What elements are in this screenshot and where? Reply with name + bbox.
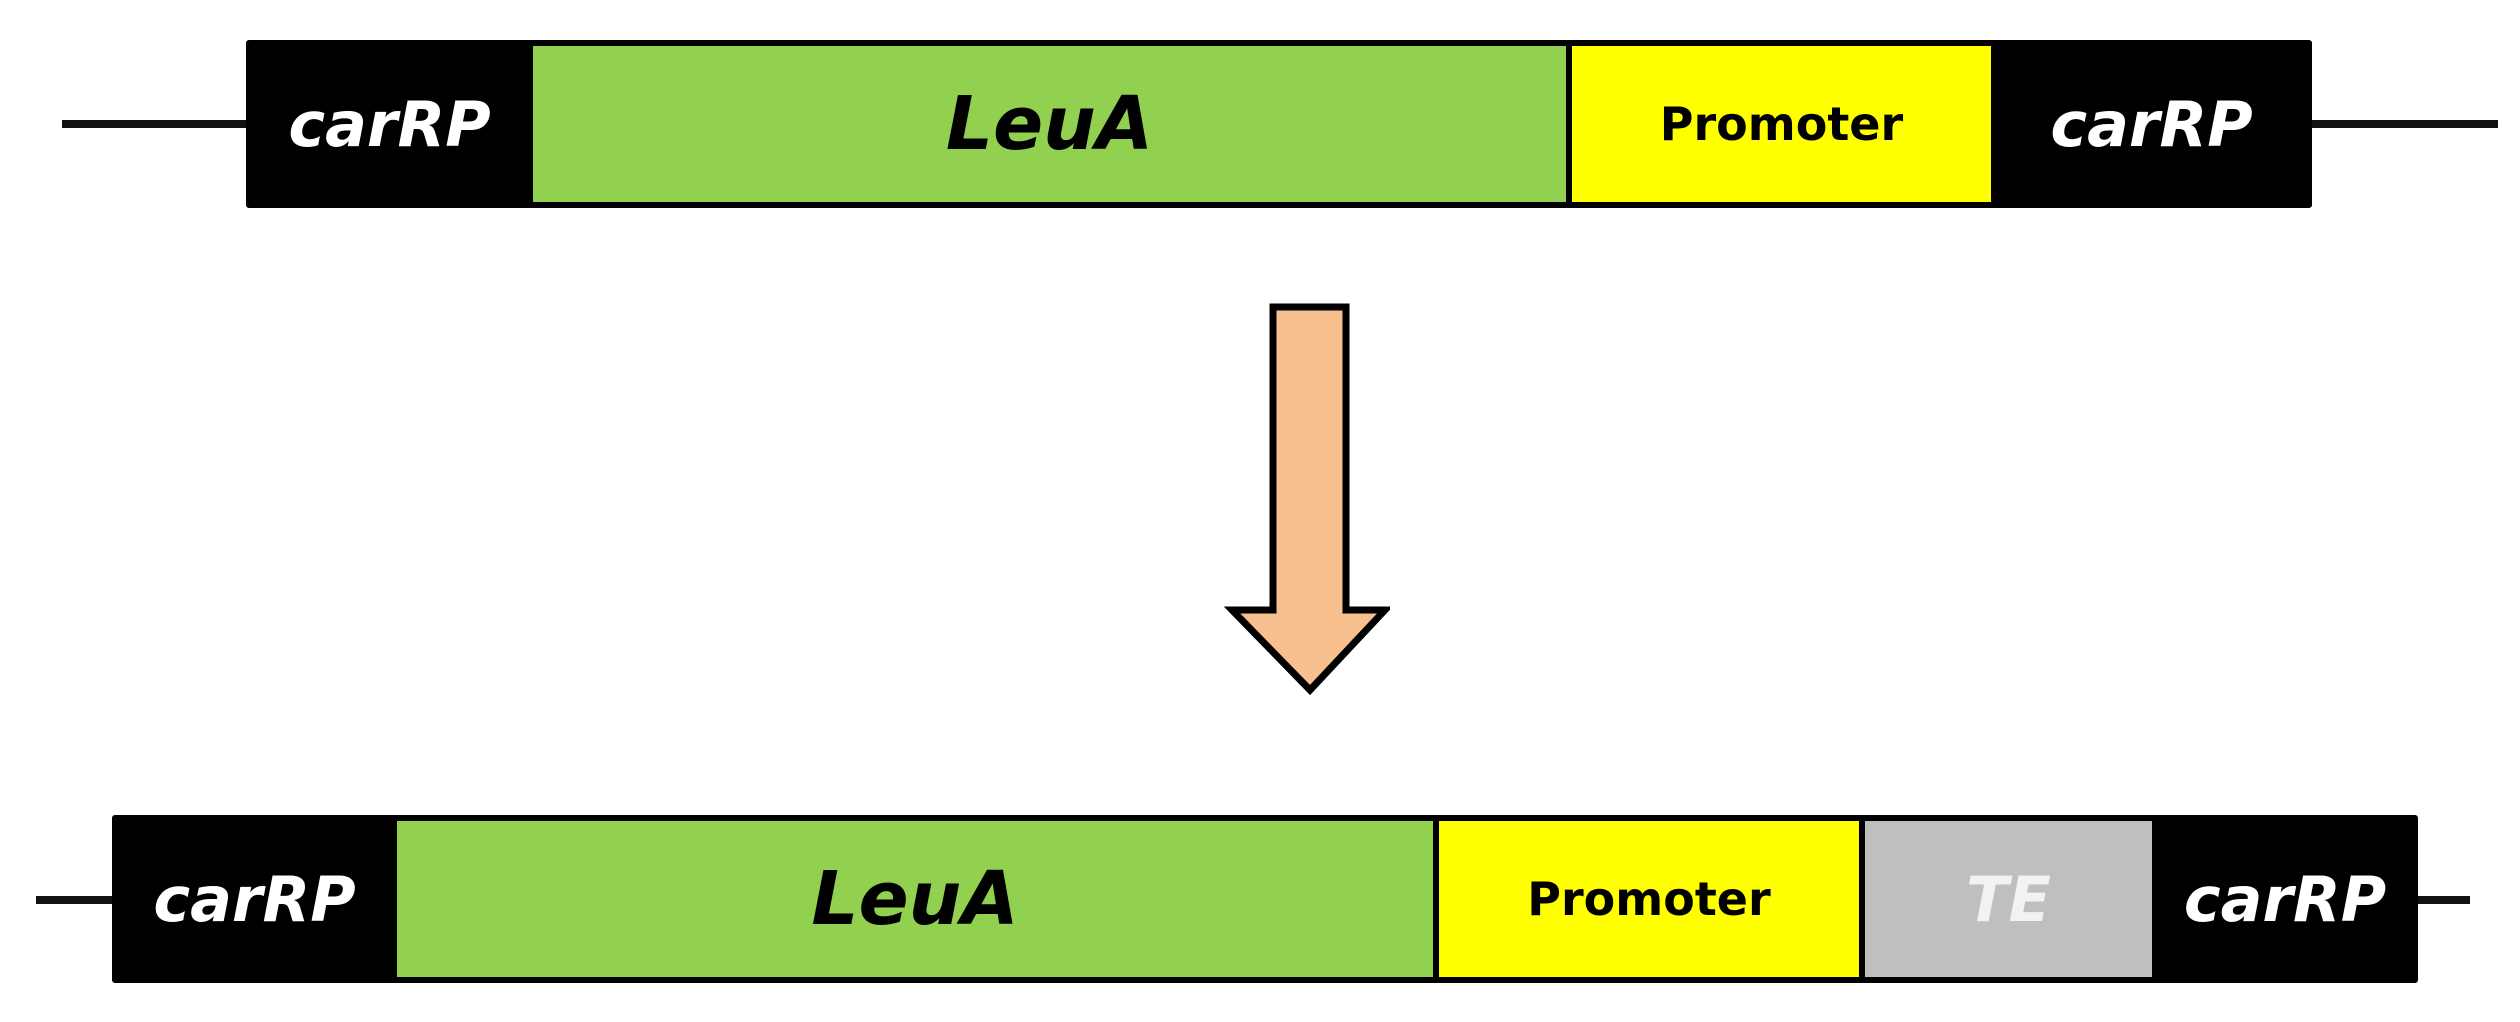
- bottom-left-flank-line: [36, 896, 120, 904]
- top-carrp-right-segment: carRP: [1991, 46, 2306, 202]
- bottom-right-flank-line: [2410, 896, 2470, 904]
- bottom-promoter-segment: Promoter: [1433, 821, 1859, 977]
- segment-label: Promoter: [1659, 97, 1904, 151]
- bottom-leua-segment: LeuA: [391, 821, 1433, 977]
- segment-label: LeuA: [945, 81, 1154, 167]
- bottom-construct: carRP LeuA Promoter TE carRP: [112, 815, 2418, 983]
- segment-label: LeuA: [811, 856, 1019, 942]
- top-right-flank-line: [2308, 120, 2498, 128]
- segment-label: carRP: [288, 87, 491, 161]
- top-left-flank-line: [62, 120, 252, 128]
- segment-label: TE: [1966, 862, 2051, 936]
- top-construct: carRP LeuA Promoter carRP: [246, 40, 2312, 208]
- bottom-carrp-left-segment: carRP: [118, 821, 391, 977]
- top-leua-segment: LeuA: [527, 46, 1566, 202]
- bottom-te-segment: TE: [1859, 821, 2152, 977]
- top-promoter-segment: Promoter: [1566, 46, 1991, 202]
- segment-label: carRP: [153, 862, 356, 936]
- arrow-shape: [1223, 303, 1390, 696]
- down-arrow-icon: [1223, 303, 1390, 696]
- bottom-carrp-right-segment: carRP: [2152, 821, 2412, 977]
- top-carrp-left-segment: carRP: [252, 46, 527, 202]
- segment-label: carRP: [2183, 862, 2387, 936]
- segment-label: Promoter: [1527, 872, 1771, 926]
- segment-label: carRP: [2050, 87, 2253, 161]
